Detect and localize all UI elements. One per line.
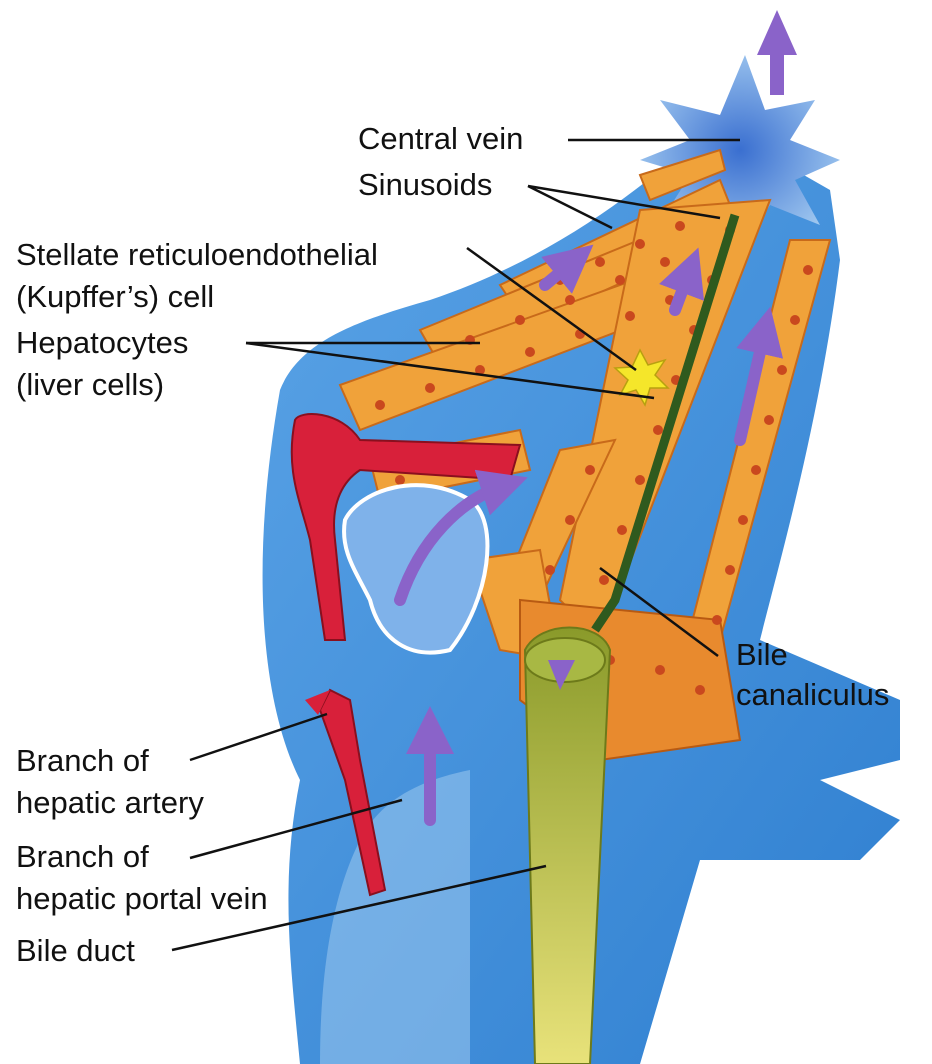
blood-flow-arrow-icon: [757, 10, 797, 95]
label-bile-duct: Bile duct: [16, 932, 135, 970]
label-bile-canaliculus-line1: Bile: [736, 636, 788, 674]
label-hepatocytes-line1: Hepatocytes: [16, 324, 188, 362]
label-hepatocytes-line2: (liver cells): [16, 366, 164, 404]
label-central-vein: Central vein: [358, 120, 523, 158]
label-portal-vein-line1: Branch of: [16, 838, 149, 876]
label-hepatic-artery-line1: Branch of: [16, 742, 149, 780]
label-portal-vein-line2: hepatic portal vein: [16, 880, 268, 918]
label-stellate-line2: (Kupffer’s) cell: [16, 278, 214, 316]
label-stellate-line1: Stellate reticuloendothelial: [16, 236, 378, 274]
label-sinusoids: Sinusoids: [358, 166, 492, 204]
label-bile-canaliculus-line2: canaliculus: [736, 676, 889, 714]
label-hepatic-artery-line2: hepatic artery: [16, 784, 204, 822]
